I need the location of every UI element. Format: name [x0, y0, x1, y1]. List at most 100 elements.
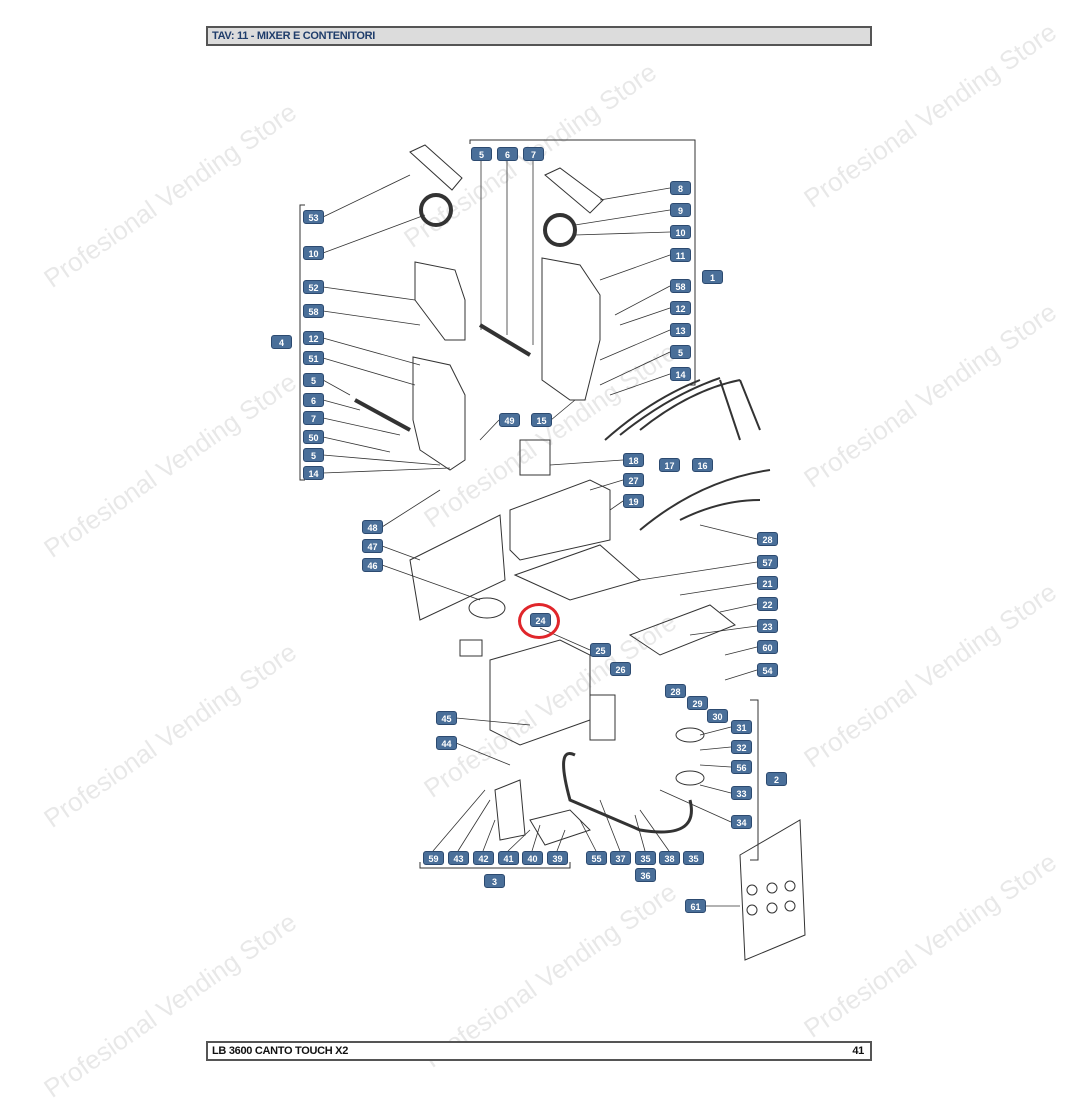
panel-61	[739, 819, 806, 961]
footer-model: LB 3600 CANTO TOUCH X2	[212, 1045, 349, 1057]
part-callout-37: 37	[610, 851, 631, 865]
part-callout-26: 26	[610, 662, 631, 676]
part-callout-45: 45	[436, 711, 457, 725]
plate-47	[409, 514, 506, 621]
part-callout-29: 29	[687, 696, 708, 710]
mixer-body	[589, 694, 616, 741]
motor-18	[519, 439, 551, 476]
group-4-bracket	[299, 204, 305, 481]
bracket-39	[494, 779, 526, 841]
part-callout-58: 58	[303, 304, 324, 318]
part-callout-10: 10	[303, 246, 324, 260]
part-callout-53: 53	[303, 210, 324, 224]
wheel-right	[543, 213, 577, 247]
part-callout-56: 56	[731, 760, 752, 774]
part-callout-6: 6	[303, 393, 324, 407]
plate-27	[509, 479, 611, 561]
spring-6-left	[354, 398, 411, 432]
part-callout-7: 7	[303, 411, 324, 425]
group-3-bracket	[419, 862, 571, 869]
part-callout-27: 27	[623, 473, 644, 487]
highlight-circle	[518, 603, 560, 639]
part-callout-18: 18	[623, 453, 644, 467]
part-callout-58: 58	[670, 279, 691, 293]
part-callout-44: 44	[436, 736, 457, 750]
part-callout-22: 22	[757, 597, 778, 611]
exploded-parts-diagram	[299, 139, 806, 961]
header-title: TAV: 11 - MIXER E CONTENITORI	[212, 30, 376, 42]
part-callout-30: 30	[707, 709, 728, 723]
part-callout-40: 40	[522, 851, 543, 865]
part-callout-2: 2	[766, 772, 787, 786]
part-callout-46: 46	[362, 558, 383, 572]
part-callout-14: 14	[670, 367, 691, 381]
part-callout-54: 54	[757, 663, 778, 677]
container-11	[541, 257, 601, 401]
container-52	[414, 261, 466, 341]
part-callout-12: 12	[670, 301, 691, 315]
cable-16	[604, 377, 761, 441]
spring-6	[478, 323, 532, 357]
part-callout-59: 59	[423, 851, 444, 865]
part-callout-8: 8	[670, 181, 691, 195]
part-callout-14: 14	[303, 466, 324, 480]
part-callout-35: 35	[683, 851, 704, 865]
leader-lines	[322, 161, 758, 907]
housing-24	[489, 639, 591, 746]
part-callout-47: 47	[362, 539, 383, 553]
part-callout-31: 31	[731, 720, 752, 734]
part-callout-39: 39	[547, 851, 568, 865]
group-2-bracket	[750, 699, 759, 861]
part-callout-9: 9	[670, 203, 691, 217]
wheel-left	[419, 193, 453, 227]
part-callout-17: 17	[659, 458, 680, 472]
part-callout-38: 38	[659, 851, 680, 865]
part-callout-42: 42	[473, 851, 494, 865]
part-callout-6: 6	[497, 147, 518, 161]
cable-28	[639, 469, 771, 531]
part-callout-28: 28	[757, 532, 778, 546]
part-callout-23: 23	[757, 619, 778, 633]
fan-part	[459, 639, 483, 657]
part-callout-19: 19	[623, 494, 644, 508]
part-callout-25: 25	[590, 643, 611, 657]
mixer-ring-30	[675, 727, 705, 743]
part-callout-4: 4	[271, 335, 292, 349]
part-callout-5: 5	[471, 147, 492, 161]
group-1-bracket	[469, 139, 696, 386]
part-callout-11: 11	[670, 248, 691, 262]
part-callout-15: 15	[531, 413, 552, 427]
gasket-46	[468, 597, 506, 619]
tube-34	[562, 752, 693, 834]
part-callout-32: 32	[731, 740, 752, 754]
part-callout-21: 21	[757, 576, 778, 590]
part-callout-13: 13	[670, 323, 691, 337]
part-callout-52: 52	[303, 280, 324, 294]
mixer-funnel-33	[675, 770, 705, 786]
part-callout-3: 3	[484, 874, 505, 888]
part-callout-35: 35	[635, 851, 656, 865]
part-callout-41: 41	[498, 851, 519, 865]
part-callout-60: 60	[757, 640, 778, 654]
part-callout-55: 55	[586, 851, 607, 865]
part-callout-16: 16	[692, 458, 713, 472]
part-callout-49: 49	[499, 413, 520, 427]
part-callout-50: 50	[303, 430, 324, 444]
lid-left	[409, 144, 463, 191]
part-callout-5: 5	[670, 345, 691, 359]
part-callout-33: 33	[731, 786, 752, 800]
part-callout-43: 43	[448, 851, 469, 865]
part-callout-34: 34	[731, 815, 752, 829]
tray-57	[513, 544, 642, 601]
tray-23	[628, 604, 736, 656]
part-callout-10: 10	[670, 225, 691, 239]
part-callout-5: 5	[303, 448, 324, 462]
lid-right	[544, 167, 604, 214]
part-callout-28: 28	[665, 684, 686, 698]
panel-buttons	[746, 880, 796, 916]
part-callout-7: 7	[523, 147, 544, 161]
part-callout-57: 57	[757, 555, 778, 569]
part-callout-5: 5	[303, 373, 324, 387]
part-callout-61: 61	[685, 899, 706, 913]
part-callout-12: 12	[303, 331, 324, 345]
